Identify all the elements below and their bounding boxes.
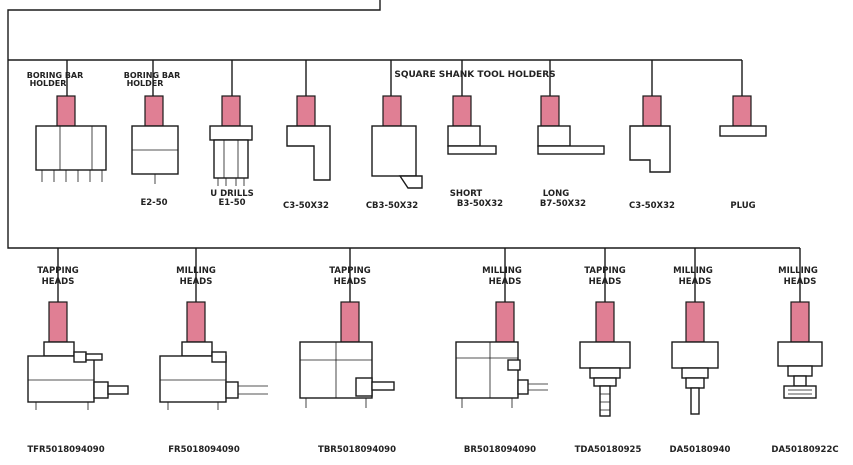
head-label-4a: MILLING bbox=[482, 266, 522, 276]
short-b3-drawing bbox=[447, 95, 497, 155]
head-label-1b: HEADS bbox=[42, 277, 75, 287]
label-cb3: CB3-50X32 bbox=[366, 201, 418, 211]
label-e1-50: E1-50 bbox=[218, 198, 245, 208]
u-drills-drawing bbox=[209, 95, 253, 186]
head-label-4b: HEADS bbox=[489, 277, 522, 287]
tda-tapping-head-drawing bbox=[579, 301, 631, 417]
top-label-boring-bar-1a: BORING BAR bbox=[27, 71, 84, 80]
label-c3-a: C3-50X32 bbox=[283, 201, 329, 211]
label-b3: B3-50X32 bbox=[457, 199, 503, 209]
c3-a-drawing bbox=[286, 95, 331, 181]
label-u-drills: U DRILLS bbox=[210, 189, 254, 199]
top-label-boring-bar-1b: HOLDER bbox=[30, 79, 67, 88]
part-fr: FR5018094090 bbox=[168, 445, 240, 455]
bottom-row-tools bbox=[27, 301, 823, 417]
c3-b-drawing bbox=[629, 95, 671, 173]
bottom-row-part-numbers: TFR5018094090 FR5018094090 TBR5018094090… bbox=[27, 445, 838, 455]
head-label-3a: TAPPING bbox=[329, 266, 370, 276]
top-row-part-labels: E2-50 U DRILLS E1-50 C3-50X32 CB3-50X32 … bbox=[140, 189, 755, 211]
head-label-6a: MILLING bbox=[673, 266, 713, 276]
label-short: SHORT bbox=[450, 189, 483, 199]
fr-milling-head-drawing bbox=[159, 301, 268, 410]
part-tfr: TFR5018094090 bbox=[27, 445, 104, 455]
head-label-7a: MILLING bbox=[778, 266, 818, 276]
tfr-tapping-head-drawing bbox=[27, 301, 129, 410]
boring-bar-holder-drawing bbox=[35, 95, 107, 182]
da-milling-head-drawing bbox=[671, 301, 719, 415]
label-e2-50: E2-50 bbox=[140, 198, 167, 208]
bottom-row-head-labels: TAPPING HEADS MILLING HEADS TAPPING HEAD… bbox=[37, 266, 818, 287]
cb3-drawing bbox=[371, 95, 423, 189]
head-label-2a: MILLING bbox=[176, 266, 216, 276]
section-label: SQUARE SHANK TOOL HOLDERS bbox=[394, 70, 555, 80]
part-tbr: TBR5018094090 bbox=[318, 445, 396, 455]
boring-bar-holder-e2-drawing bbox=[131, 95, 179, 184]
part-br: BR5018094090 bbox=[464, 445, 536, 455]
top-label-boring-bar-2b: HOLDER bbox=[127, 79, 164, 88]
part-da: DA50180940 bbox=[670, 445, 731, 455]
label-b7: B7-50X32 bbox=[540, 199, 586, 209]
label-plug: PLUG bbox=[730, 201, 755, 211]
label-c3-b: C3-50X32 bbox=[629, 201, 675, 211]
head-label-2b: HEADS bbox=[180, 277, 213, 287]
br-milling-head-drawing bbox=[455, 301, 548, 408]
head-label-5a: TAPPING bbox=[584, 266, 625, 276]
head-label-1a: TAPPING bbox=[37, 266, 78, 276]
da-c-milling-head-drawing bbox=[777, 301, 823, 399]
tbr-tapping-head-drawing bbox=[299, 301, 395, 408]
top-label-boring-bar-2a: BORING BAR bbox=[124, 71, 181, 80]
head-label-3b: HEADS bbox=[334, 277, 367, 287]
long-b7-drawing bbox=[537, 95, 605, 155]
part-tda: TDA50180925 bbox=[575, 445, 642, 455]
head-label-7b: HEADS bbox=[784, 277, 817, 287]
head-label-5b: HEADS bbox=[589, 277, 622, 287]
part-da-c: DA50180922C bbox=[771, 445, 838, 455]
connector-lines bbox=[7, 0, 801, 302]
head-label-6b: HEADS bbox=[679, 277, 712, 287]
top-row-tools bbox=[35, 95, 767, 189]
top-row-labels: SQUARE SHANK TOOL HOLDERS BORING BAR HOL… bbox=[27, 70, 556, 88]
plug-drawing bbox=[719, 95, 767, 137]
label-long: LONG bbox=[543, 189, 569, 199]
